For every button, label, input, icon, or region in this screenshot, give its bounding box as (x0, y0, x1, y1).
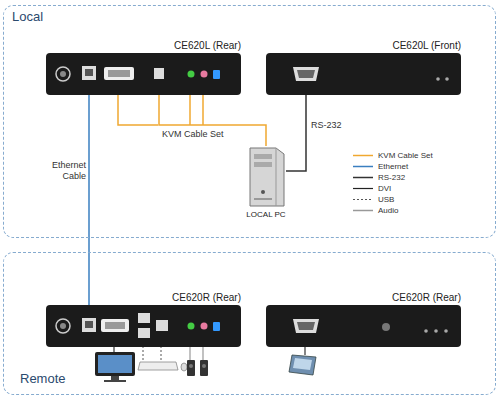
kvm-extender: CE620L (Rear) (46, 39, 241, 95)
legend-line (353, 205, 375, 216)
device-heading: CE620L (Rear) (46, 39, 241, 53)
legend-text: RS-232 (378, 172, 405, 183)
computer-label: LOCAL PC (236, 210, 296, 219)
legend-line (353, 150, 375, 161)
kvm-extender: CE620R (Rear) (266, 291, 461, 347)
legend-text: Audio (378, 205, 398, 216)
device-body (266, 305, 461, 347)
region-label: Local (12, 9, 43, 24)
pc-tower (246, 146, 286, 208)
cable-label: KVM Cable Set (161, 129, 225, 140)
device-body (46, 53, 241, 95)
legend-text: Ethernet (378, 161, 408, 172)
computer: LOCAL PC (236, 146, 296, 219)
cable-connector (159, 95, 266, 146)
region-label: Remote (20, 371, 66, 386)
remote-peripherals (95, 346, 316, 382)
legend-row: Audio (353, 205, 398, 216)
legend-line (353, 183, 375, 194)
device-heading: CE620R (Rear) (46, 291, 241, 305)
region-box: LocalCE620L (Rear) CE620L (Front) LOCAL PC (3, 5, 496, 238)
legend-text: DVI (378, 183, 391, 194)
cable-label: Ethernet Cable (37, 160, 87, 182)
cable-label: RS-232 (310, 120, 343, 131)
legend-text: USB (378, 194, 394, 205)
kvm-extender: CE620L (Front) (266, 39, 461, 95)
legend-row: KVM Cable Set (353, 150, 433, 161)
device-heading: CE620L (Front) (266, 39, 461, 53)
cable-connector (286, 95, 306, 171)
cable-connector (88, 95, 90, 305)
legend-row: DVI (353, 183, 391, 194)
kvm-extender: CE620R (Rear) (46, 291, 241, 347)
device-heading: CE620R (Rear) (266, 291, 461, 305)
legend-row: Ethernet (353, 161, 408, 172)
kvm-cable (118, 94, 203, 125)
legend-line (353, 172, 375, 183)
legend-line (353, 194, 375, 205)
legend-text: KVM Cable Set (378, 150, 433, 161)
legend-line (353, 161, 375, 172)
device-body (266, 53, 461, 95)
region-box: Remote CE620R (Rear) CE620R (Rear) (3, 252, 496, 395)
legend-row: RS-232 (353, 172, 405, 183)
legend-row: USB (353, 194, 394, 205)
device-body (46, 305, 241, 347)
